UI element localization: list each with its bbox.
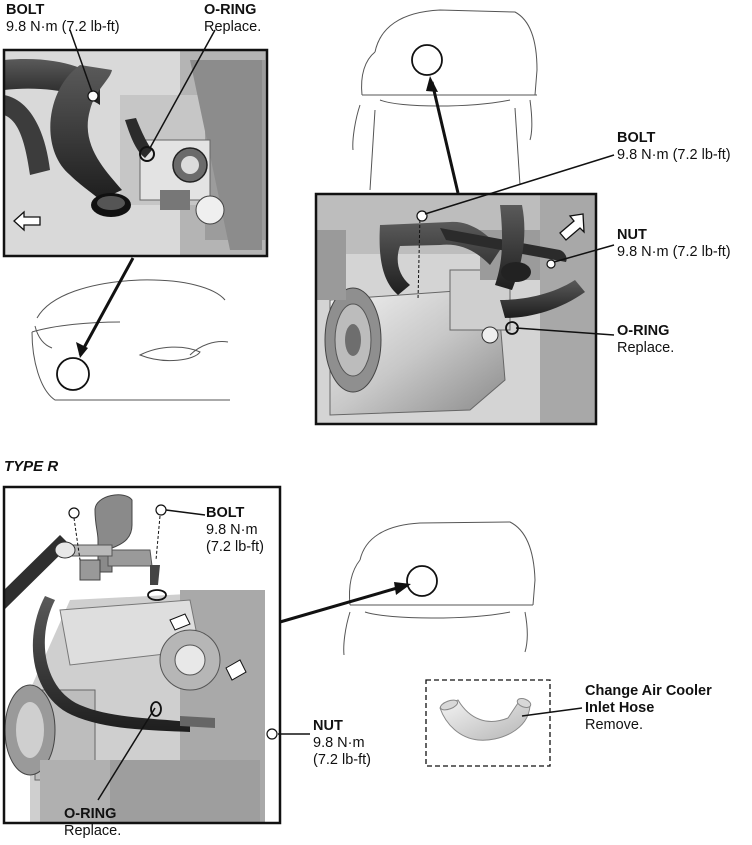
top-left-pointer-line [78, 257, 135, 356]
car-front-sketch [31, 279, 230, 401]
br-bolt-label: BOLT 9.8 N·m (7.2 lb-ft) [206, 505, 265, 555]
br-oring-label: O-RING Replace. [64, 806, 122, 839]
hose-inset [425, 679, 551, 767]
bottom-right-sketch [343, 521, 536, 656]
hose-leader [521, 707, 583, 717]
top-right-sketch [352, 9, 538, 191]
br-nut-label: NUT 9.8 N·m (7.2 lb-ft) [313, 718, 372, 768]
top-right-pointer-line [430, 81, 460, 194]
tr-bolt-label: BOLT 9.8 N·m (7.2 lb-ft) [617, 130, 731, 163]
top-left-detail [2, 29, 269, 258]
tr-oring-label: O-RING Replace. [617, 323, 675, 356]
br-bolt-leader [165, 509, 206, 516]
tl-bolt-label: BOLT 9.8 N·m (7.2 lb-ft) [6, 2, 120, 35]
hose-label: Change Air Cooler Inlet Hose Remove. [585, 683, 712, 733]
bolt-leader-line [69, 29, 93, 93]
type-r-detail [2, 485, 282, 825]
type-r-pointer-line [279, 584, 405, 624]
top-right-detail [314, 192, 598, 426]
oring-leader-line [149, 29, 216, 149]
tr-nut-label: NUT 9.8 N·m (7.2 lb-ft) [617, 227, 731, 260]
tr-oring-leader [515, 327, 615, 336]
tr-nut-leader [553, 244, 615, 263]
tr-bolt-leader [424, 154, 615, 215]
type-r-section-title: TYPE R [4, 458, 59, 475]
nut-marker [266, 728, 278, 740]
br-oring-leader [97, 707, 156, 801]
tl-oring-label: O-RING Replace. [204, 2, 262, 35]
